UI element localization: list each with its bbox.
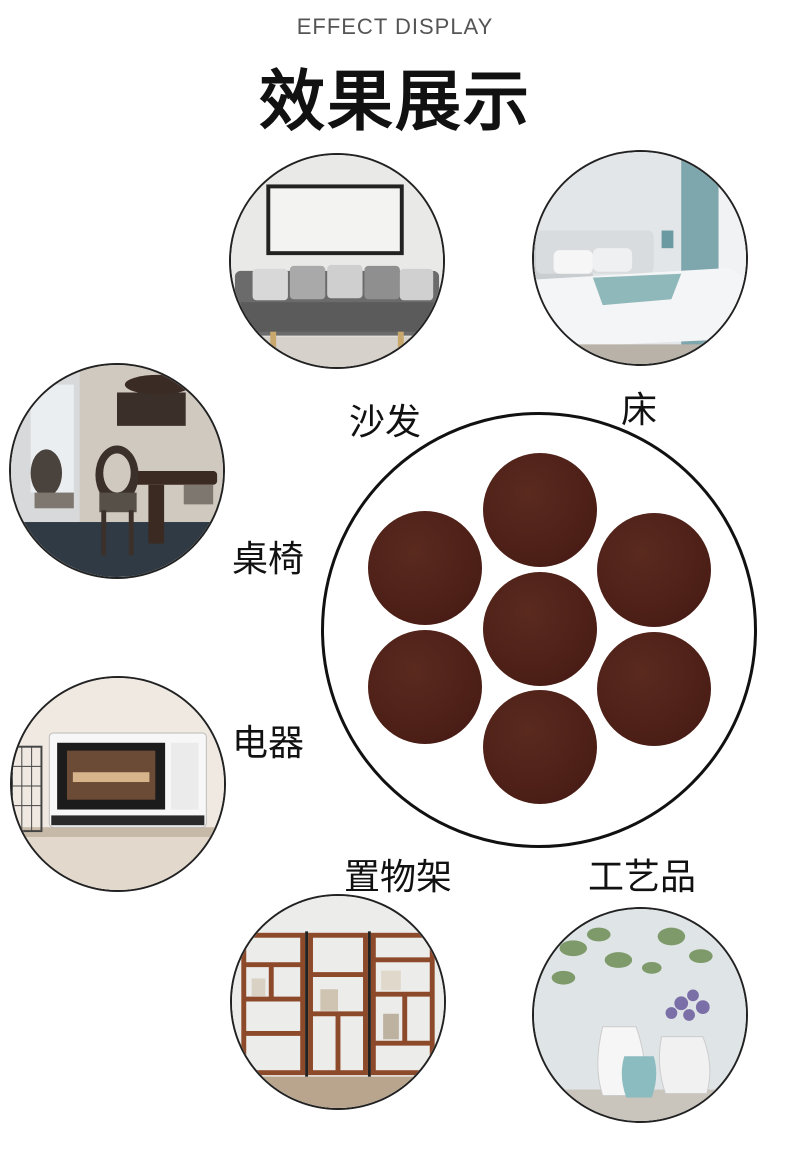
label-appliance: 电器: [232, 723, 305, 764]
shelf-illustration: [232, 896, 444, 1108]
product-circle: [321, 412, 757, 848]
label-table-chair: 桌椅: [232, 539, 305, 580]
felt-pad-center: [483, 572, 597, 686]
felt-pad-bottom: [483, 690, 597, 804]
felt-pad-upper-right: [597, 513, 711, 627]
table-chair-photo: [9, 363, 225, 579]
sofa-illustration: [231, 155, 443, 367]
craft-photo: [532, 907, 748, 1123]
bed-illustration: [534, 152, 746, 364]
felt-pad-top: [483, 453, 597, 567]
sofa-photo: [229, 153, 445, 369]
label-craft: 工艺品: [588, 857, 697, 898]
bed-photo: [532, 150, 748, 366]
shelf-photo: [230, 894, 446, 1110]
label-shelf: 置物架: [344, 857, 453, 898]
label-bed: 床: [621, 390, 658, 431]
felt-pad-lower-right: [597, 632, 711, 746]
page-title: 效果展示: [259, 63, 531, 140]
page-subtitle: EFFECT DISPLAY: [296, 14, 494, 39]
craft-illustration: [534, 909, 746, 1121]
felt-pad-upper-left: [368, 511, 482, 625]
appliance-illustration: [12, 678, 224, 890]
table-chair-illustration: [11, 365, 223, 577]
label-sofa: 沙发: [349, 402, 422, 443]
appliance-photo: [10, 676, 226, 892]
felt-pad-lower-left: [368, 630, 482, 744]
